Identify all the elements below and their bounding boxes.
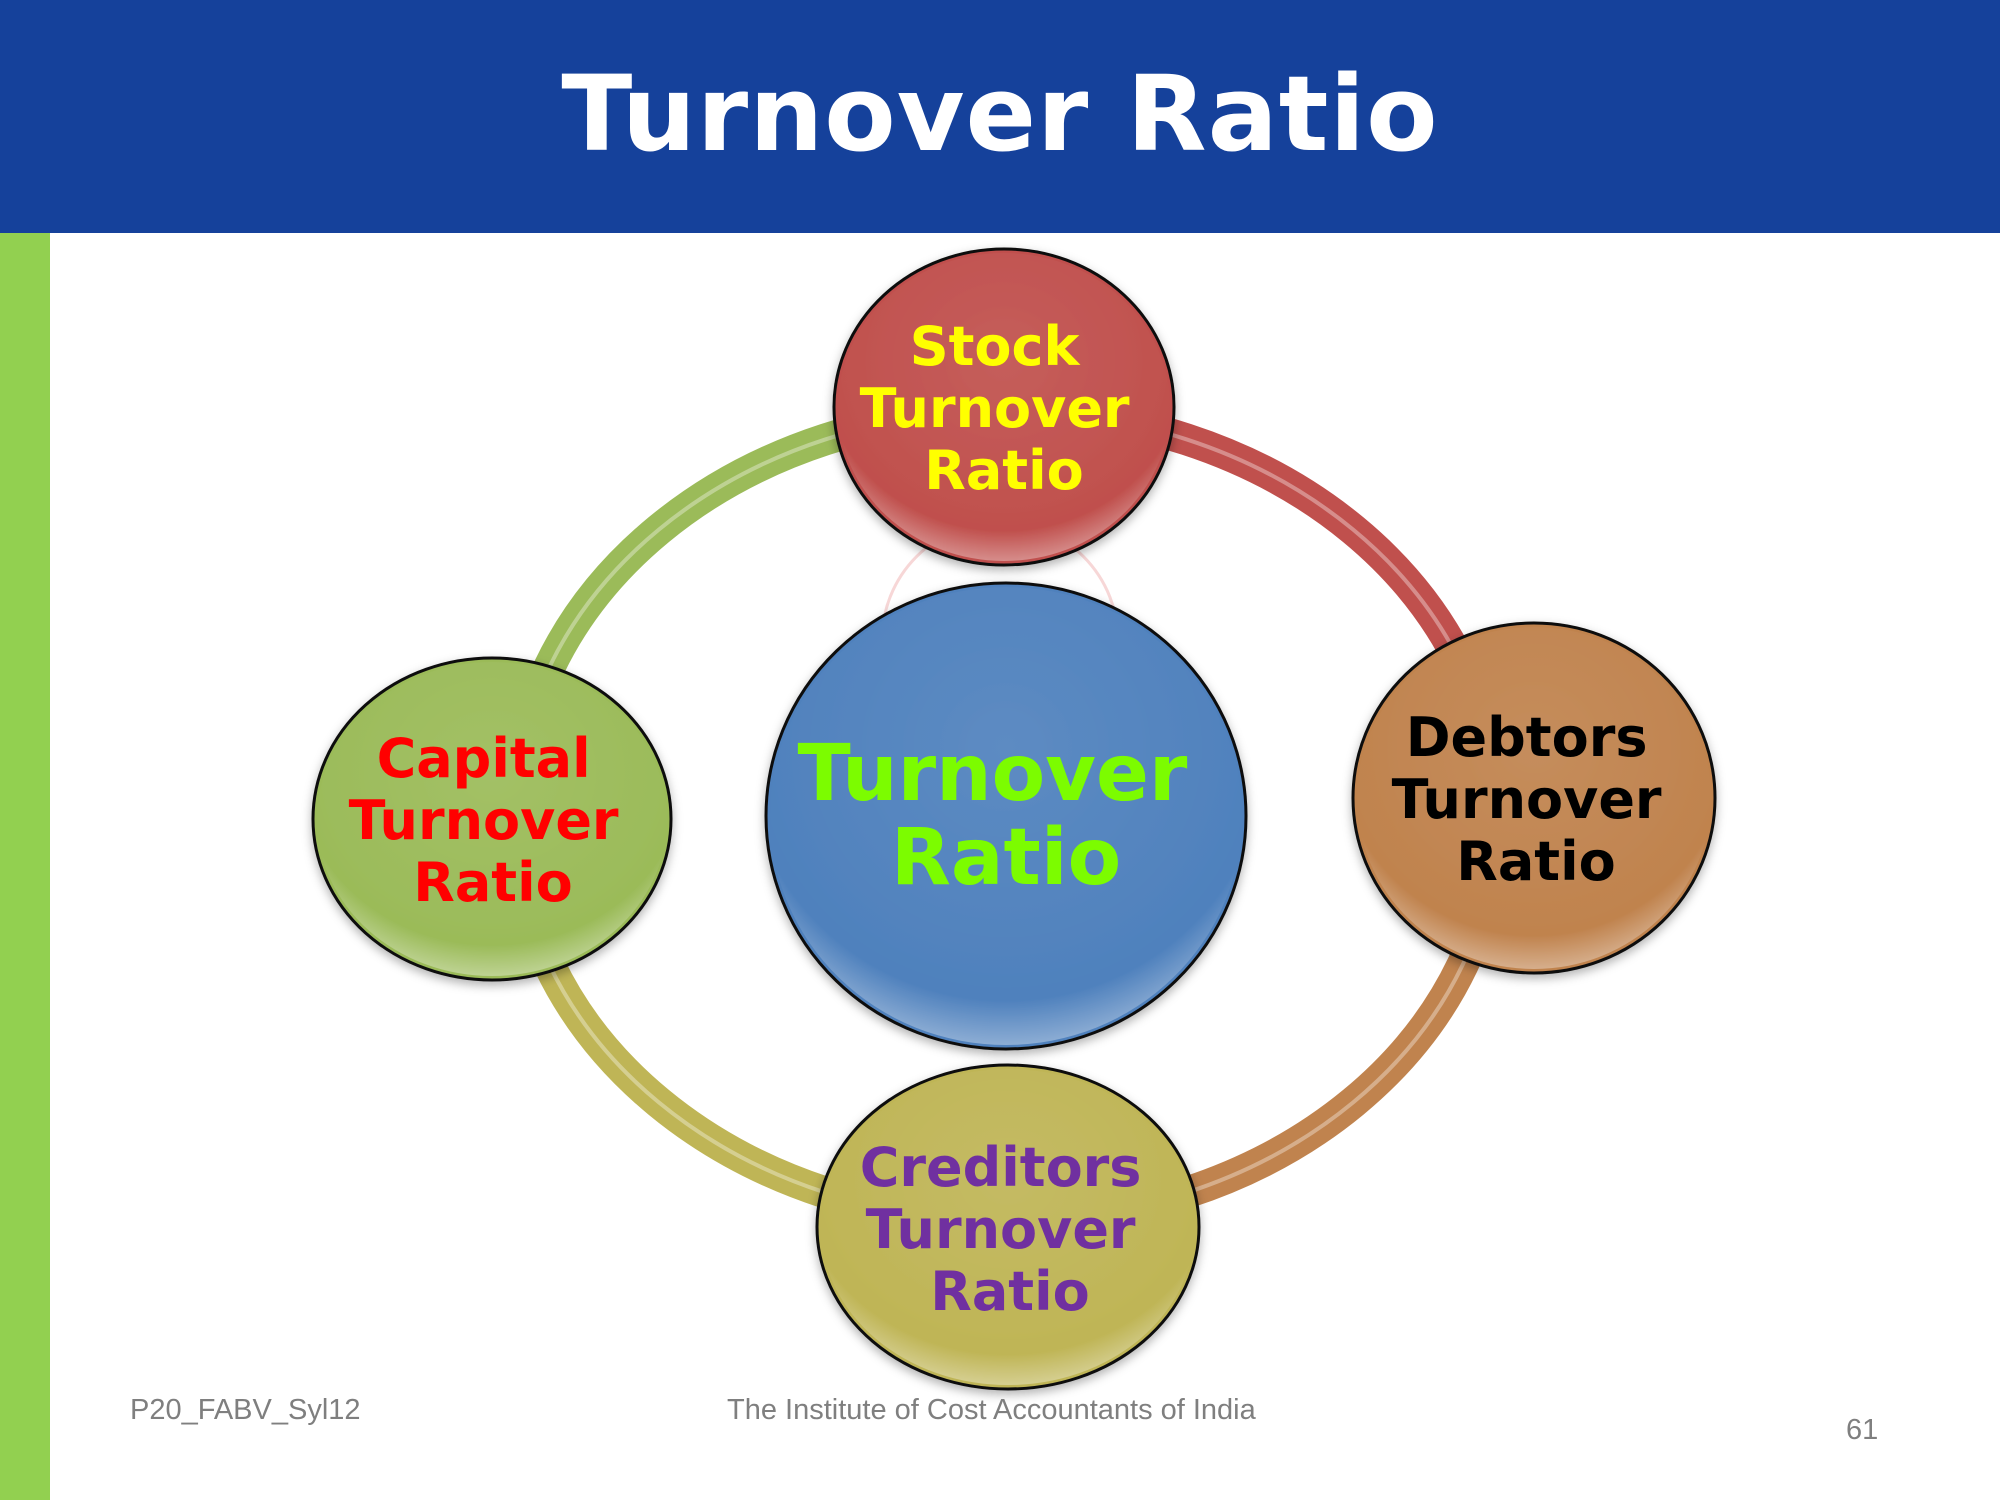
label-line: Turnover [349, 789, 619, 852]
label-line: Turnover [1392, 768, 1662, 831]
label-line: Turnover [866, 1198, 1136, 1261]
footer-course-code: P20_FABV_Syl12 [130, 1394, 361, 1426]
node-debtors-turnover [1351, 621, 1717, 975]
center-label-line: Turnover [797, 729, 1187, 819]
label-line: Ratio [924, 439, 1083, 502]
label-line: Ratio [413, 851, 572, 914]
node-stock-turnover [832, 247, 1176, 567]
node-creditors-turnover [815, 1063, 1201, 1391]
slide-number: 61 [1846, 1414, 1879, 1446]
slide-title: Turnover Ratio [561, 52, 1439, 175]
label-line: Ratio [1456, 830, 1615, 893]
label-line: Creditors [860, 1136, 1142, 1199]
stock-turnover-label: Stock Turnover Ratio [860, 315, 1149, 502]
label-line: Turnover [860, 377, 1130, 440]
green-side-bar [0, 233, 50, 1500]
node-capital-turnover [311, 656, 673, 982]
creditors-turnover-label: Creditors Turnover Ratio [860, 1136, 1161, 1323]
slide-header: Turnover Ratio [0, 0, 2000, 233]
footer-institute: The Institute of Cost Accountants of Ind… [727, 1394, 1256, 1426]
label-line: Stock [910, 315, 1081, 378]
center-label: Turnover Ratio [797, 729, 1214, 903]
capital-turnover-label: Capital Turnover Ratio [349, 727, 638, 914]
center-circle [764, 581, 1248, 1051]
label-line: Ratio [930, 1260, 1089, 1323]
label-line: Debtors [1406, 706, 1648, 769]
center-label-line: Ratio [891, 813, 1121, 903]
debtors-turnover-label: Debtors Turnover Ratio [1392, 706, 1681, 893]
label-line: Capital [377, 727, 591, 790]
